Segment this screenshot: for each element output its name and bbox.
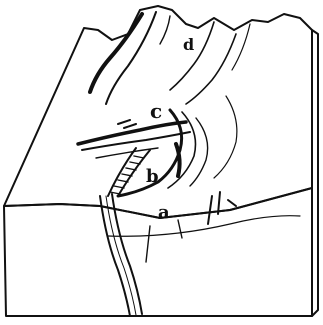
label-b: b (146, 166, 159, 187)
label-c: c (150, 99, 162, 123)
label-d: d (183, 35, 194, 54)
strata-d-1 (90, 14, 142, 92)
strata-d-6 (232, 24, 250, 70)
fissure-2 (178, 220, 182, 238)
dyke-inner-line (106, 196, 136, 315)
front-surface-line (108, 216, 300, 237)
fissure-3 (208, 192, 236, 224)
strata-d-4 (170, 22, 214, 90)
strata-c-tick (118, 120, 136, 128)
label-a: a (158, 202, 170, 223)
block-right-face (312, 30, 318, 316)
strata-d-3 (160, 16, 170, 44)
bed-curve-4 (214, 96, 237, 178)
fissure-1 (146, 226, 150, 262)
